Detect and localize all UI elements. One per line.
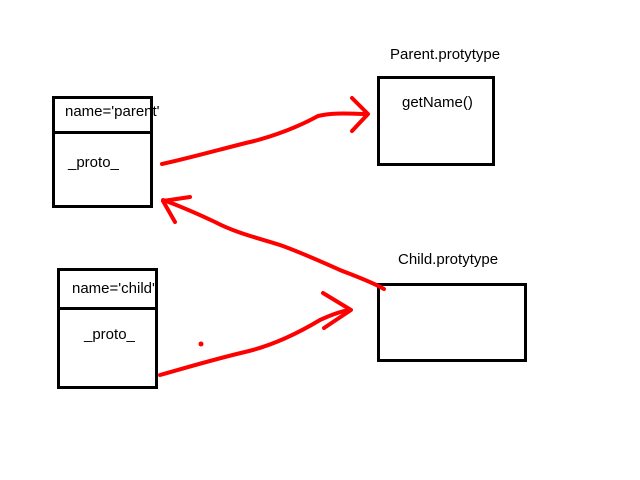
child-proto-arrow-shaft (158, 308, 352, 377)
child-prototype-box (377, 283, 527, 362)
child-proto-field: _proto_ (84, 326, 135, 343)
parent-proto-arrowhead-icon (350, 96, 370, 133)
child-object-divider (57, 307, 158, 310)
parent-name-field: name='parent' (65, 103, 160, 120)
parent-object-divider (52, 131, 153, 134)
child-object-box (57, 268, 158, 389)
parent-prototype-title: Parent.protytype (390, 46, 501, 63)
child-name-field: name='child' (72, 280, 155, 297)
parent-proto-arrow-shaft (160, 111, 369, 166)
parent-prototype-box (377, 76, 495, 166)
parent-object-box (52, 96, 153, 208)
child-prototype-title: Child.protytype (398, 251, 499, 268)
parent-prototype-method: getName() (402, 94, 473, 111)
child-prototype-arrowhead-icon (161, 195, 192, 224)
child-proto-arrowhead-icon (321, 291, 353, 330)
stray-dot-icon (198, 341, 204, 347)
child-prototype-arrow-shaft (161, 198, 386, 291)
parent-proto-field: _proto_ (68, 154, 119, 171)
